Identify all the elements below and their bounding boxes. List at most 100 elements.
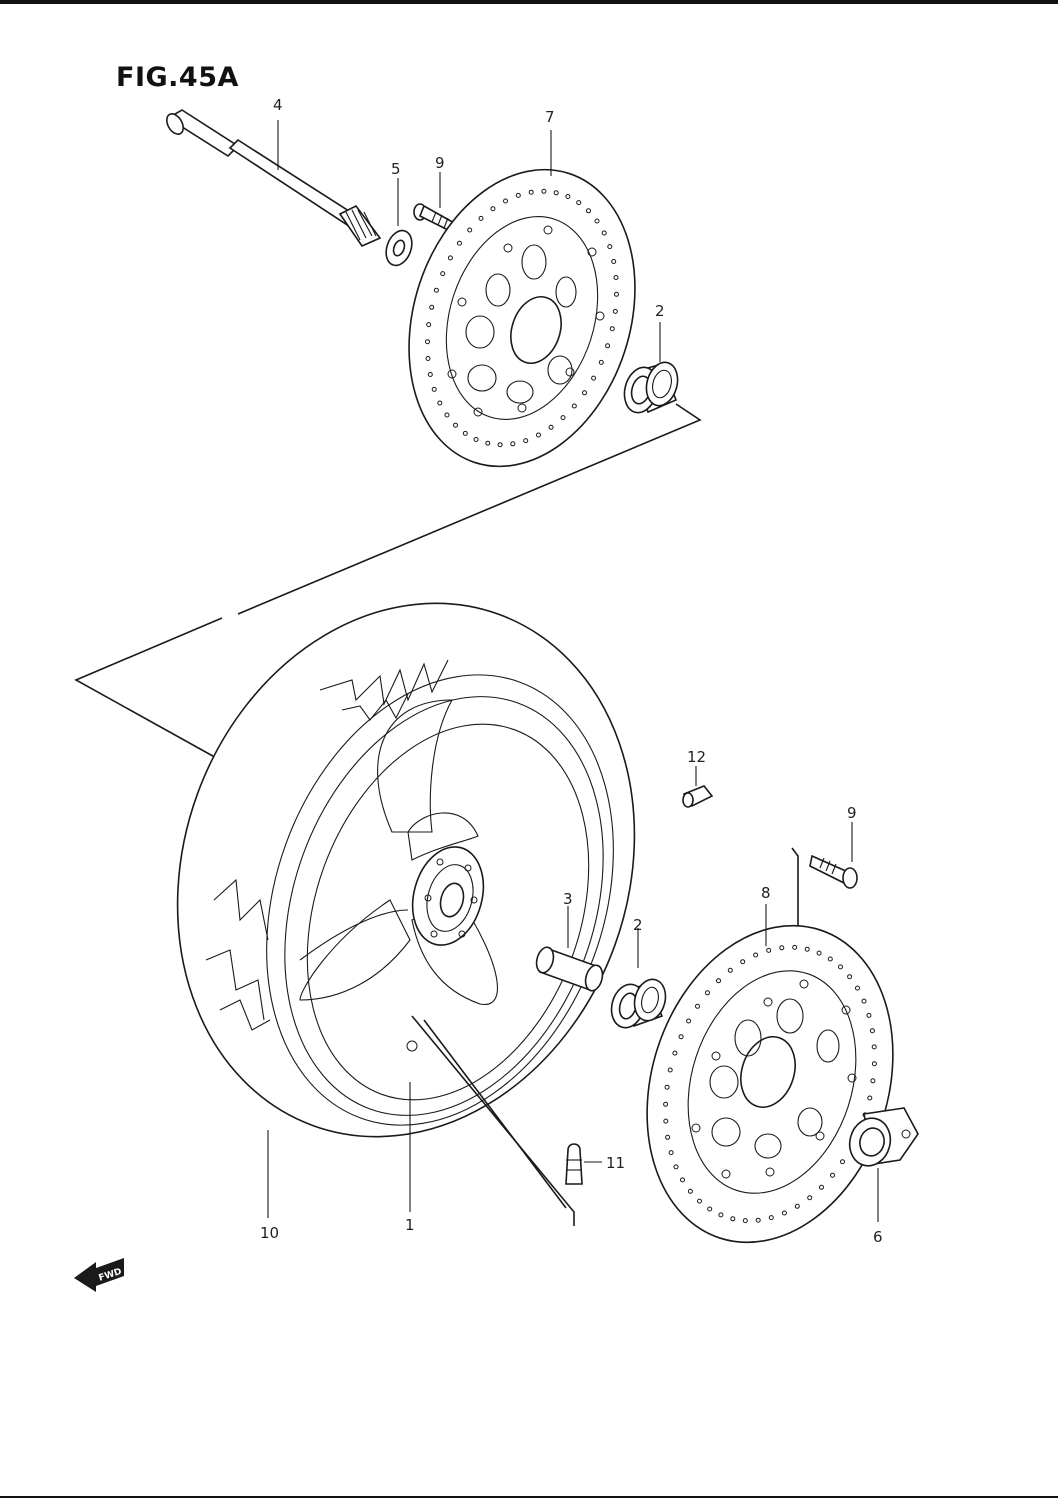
hub-spacer-part-3 [535, 906, 604, 992]
disc-perforation [429, 304, 435, 310]
disc-perforation [528, 189, 534, 195]
callout-3: 3 [563, 890, 573, 908]
disc-perforation [503, 198, 508, 204]
disc-perforation [768, 1215, 774, 1221]
disc-perforation [707, 1206, 713, 1212]
disc-perforation [605, 343, 611, 349]
disc-perforation [565, 194, 571, 199]
callout-2-top: 2 [655, 302, 665, 320]
disc-perforation [523, 438, 529, 444]
disc-perforation [816, 950, 822, 956]
disc-perforation [614, 291, 619, 297]
callout-8: 8 [761, 884, 771, 902]
disc-perforation [766, 947, 772, 953]
disc-perforation [433, 287, 439, 293]
callout-9-lower: 9 [847, 804, 857, 822]
disc-perforation [686, 1018, 692, 1024]
disc-perforation [830, 1172, 835, 1178]
callout-4: 4 [273, 96, 283, 114]
disc-perforation [740, 959, 746, 965]
disc-perforation [753, 952, 759, 958]
disc-perforation [668, 1150, 674, 1156]
disc-perforation [855, 985, 860, 991]
disc-perforation [541, 188, 547, 194]
disc-perforation [478, 215, 484, 221]
disc-perforation [867, 1095, 873, 1101]
disc-perforation [678, 1034, 684, 1040]
disc-perforation [680, 1177, 685, 1183]
disc-perforation [467, 227, 473, 233]
disc-perforation [425, 339, 430, 345]
disc-perforation [444, 412, 450, 418]
disc-bolt-part-9-top [413, 172, 458, 234]
disc-perforation [819, 1184, 824, 1190]
disc-perforation [548, 424, 554, 430]
callout-6: 6 [873, 1228, 883, 1246]
disc-perforation [594, 218, 600, 224]
callout-10: 10 [260, 1224, 279, 1242]
bearing-part-2-top [623, 322, 679, 414]
disc-perforation [871, 1044, 877, 1050]
disc-perforation [871, 1061, 877, 1067]
valve-part-11 [565, 1143, 602, 1185]
disc-perforation [426, 322, 432, 328]
disc-perforation [576, 200, 582, 206]
disc-perforation [560, 415, 566, 421]
disc-perforation [716, 978, 721, 984]
callout-5: 5 [391, 160, 401, 178]
disc-perforation [490, 206, 496, 212]
disc-perforation [667, 1067, 673, 1073]
disc-perforation [612, 308, 618, 314]
callout-12: 12 [687, 748, 706, 766]
disc-perforation [586, 208, 591, 214]
disc-perforation [705, 990, 710, 996]
disc-perforation [827, 956, 833, 962]
disc-perforation [870, 1078, 876, 1084]
disc-perforation [457, 240, 462, 246]
disc-perforation [601, 230, 607, 236]
figure-title: FIG.45A [116, 62, 239, 93]
disc-perforation [727, 967, 733, 973]
disc-perforation [427, 372, 433, 377]
axle-part-4 [166, 109, 382, 248]
valve-cap-part-12 [682, 766, 714, 808]
disc-perforation [440, 271, 446, 277]
disc-perforation [866, 1012, 872, 1018]
disc-perforation [447, 255, 453, 261]
disc-perforation [807, 1195, 813, 1201]
disc-perforation [536, 432, 541, 438]
disc-perforation [598, 359, 604, 365]
callout-11: 11 [606, 1154, 625, 1172]
disc-perforation [453, 422, 458, 428]
disc-perforation [673, 1164, 679, 1170]
disc-perforation [755, 1217, 761, 1223]
disc-perforation [437, 400, 443, 406]
disc-bolt-part-9-lower [791, 822, 858, 1020]
disc-perforation [582, 390, 587, 396]
disc-perforation [861, 998, 867, 1004]
disc-perforation [840, 1159, 845, 1165]
disc-perforation [663, 1118, 669, 1124]
disc-perforation [431, 386, 437, 392]
disc-perforation [510, 441, 516, 447]
forward-arrow-icon: FWD [74, 1258, 124, 1292]
bearing-part-2-lower [610, 928, 667, 1029]
disc-perforation [869, 1028, 875, 1034]
disc-perforation [742, 1218, 748, 1224]
disc-perforation [781, 1210, 787, 1216]
disc-perforation [497, 442, 503, 448]
disc-perforation [553, 190, 559, 196]
disc-perforation [804, 946, 810, 952]
callout-1: 1 [405, 1216, 415, 1234]
disc-perforation [609, 326, 615, 332]
disc-perforation [591, 375, 597, 381]
disc-perforation [664, 1084, 670, 1090]
collar-part-6 [848, 1107, 919, 1222]
disc-perforation [485, 440, 491, 446]
callout-9-top: 9 [435, 154, 445, 172]
disc-perforation [847, 974, 853, 980]
spacer-part-5 [385, 178, 413, 267]
disc-perforation [779, 945, 785, 951]
disc-perforation [607, 244, 613, 250]
